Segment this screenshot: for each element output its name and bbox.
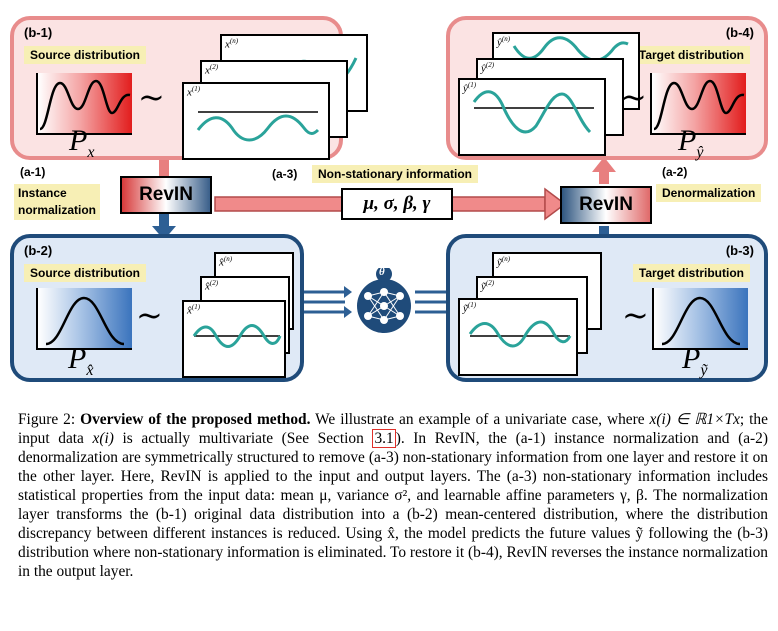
card-label: x̂(n) — [219, 255, 232, 269]
a1-tag: (a-1) — [20, 165, 46, 179]
p-letter: P — [69, 124, 88, 157]
p-subscript: ŷ — [696, 144, 704, 161]
card-label: x̂(2) — [205, 279, 218, 293]
card-sup: (1) — [191, 303, 201, 311]
card-sup: (2) — [209, 279, 219, 287]
stats-box: μ, σ, β, γ — [341, 188, 453, 220]
panel-b4-badge: Target distribution — [632, 46, 750, 64]
card-sup: (1) — [467, 301, 477, 309]
p-symbol-b2: Px̂ — [68, 342, 93, 380]
card-label: x(2) — [205, 63, 218, 77]
card-var: x — [205, 64, 210, 77]
caption-title: Overview of the proposed method. — [80, 411, 311, 428]
card-sup: (n) — [501, 255, 511, 263]
card-var: ỹ — [481, 280, 486, 293]
series-card-1: x(1) — [182, 82, 330, 160]
card-sup: (n) — [501, 35, 511, 43]
panel-b1-badge: Source distribution — [24, 46, 147, 64]
caption-math1: x(i) ∈ ℝ1×Tx — [649, 411, 740, 428]
card-label: x̂(1) — [187, 303, 200, 317]
source-distribution-plot — [36, 73, 132, 135]
card-var: x — [225, 38, 230, 51]
a1-label: Instance normalization — [14, 184, 101, 220]
card-var: ŷ — [463, 82, 468, 95]
connector-arrows — [152, 157, 616, 318]
card-var: x — [187, 86, 192, 99]
p-letter: P — [678, 124, 697, 157]
card-var: ỹ — [463, 302, 468, 315]
panel-b1-tag: (b-1) — [24, 25, 53, 40]
revin-denormalization-block: RevIN — [560, 186, 652, 224]
card-label: ŷ(n) — [497, 35, 510, 49]
panel-b2-tag: (b-2) — [24, 243, 53, 258]
a2-label: Denormalization — [656, 184, 762, 202]
a1-line2: normalization — [18, 203, 97, 217]
card-var: ŷ — [497, 36, 502, 49]
panel-b1: (b-1) Source distribution ~ Px x(n) x(2)… — [10, 16, 368, 162]
panel-b3-tag: (b-3) — [725, 243, 754, 258]
caption-math2: x(i) — [92, 430, 114, 447]
panel-b2-badge: Source distribution — [24, 264, 147, 282]
caption-label: Figure 2: — [18, 411, 76, 428]
tilde-symbol: ~ — [136, 296, 163, 334]
series-card-1: ỹ(1) — [458, 298, 578, 376]
revin-normalization-block: RevIN — [120, 176, 212, 214]
card-sup: (1) — [191, 85, 201, 93]
series-card-1: ŷ(1) — [458, 78, 606, 156]
theta-label: θ — [379, 266, 385, 278]
a1-line1: Instance — [18, 186, 67, 200]
p-symbol-b4: Pŷ — [678, 124, 703, 162]
tilde-symbol: ~ — [138, 78, 165, 116]
figure-caption: Figure 2: Overview of the proposed metho… — [18, 410, 768, 581]
card-label: ŷ(2) — [481, 61, 494, 75]
p-subscript: ỹ — [700, 362, 708, 379]
p-subscript: x̂ — [86, 362, 94, 379]
caption-s1: We illustrate an example of a univariate… — [315, 411, 645, 428]
network-icon: θ — [354, 266, 414, 334]
source-distribution-plot — [36, 288, 132, 350]
card-sup: (2) — [485, 61, 495, 69]
p-letter: P — [68, 342, 87, 375]
section-ref-link[interactable]: 3.1 — [372, 429, 396, 448]
panel-b3-badge: Target distribution — [632, 264, 750, 282]
card-sup: (1) — [467, 81, 477, 89]
card-label: x(n) — [225, 37, 238, 51]
card-var: x̂ — [205, 280, 210, 293]
panel-b4-tag: (b-4) — [725, 25, 754, 40]
card-label: x(1) — [187, 85, 200, 99]
tilde-symbol: ~ — [620, 78, 647, 116]
target-distribution-plot — [650, 73, 746, 135]
panel-b3: (b-3) Target distribution ỹ(n) ỹ(2) ỹ(1)… — [446, 234, 768, 382]
p-symbol-b1: Px — [69, 124, 94, 162]
card-label: ŷ(1) — [463, 81, 476, 95]
card-var: ỹ — [497, 256, 502, 269]
series-card-1: x̂(1) — [182, 300, 286, 378]
card-sup: (2) — [209, 63, 219, 71]
tilde-symbol: ~ — [622, 296, 649, 334]
card-var: x̂ — [219, 256, 224, 269]
card-sup: (n) — [223, 255, 233, 263]
panel-b4: (b-4) Target distribution ŷ(n) ŷ(2) ŷ(1)… — [446, 16, 768, 162]
a2-tag: (a-2) — [662, 165, 688, 179]
card-var: ŷ — [481, 62, 486, 75]
caption-s4: ). In RevIN, the (a-1) instance normaliz… — [18, 430, 769, 580]
p-letter: P — [682, 342, 701, 375]
caption-s2: ; the input data — [18, 411, 768, 447]
p-subscript: x — [87, 144, 95, 161]
card-label: ỹ(2) — [481, 279, 494, 293]
p-symbol-b3: Pỹ — [682, 342, 707, 380]
panel-b2: (b-2) Source distribution ~ Px̂ x̂(n) x̂… — [10, 234, 304, 382]
card-var: x̂ — [187, 304, 192, 317]
card-label: ỹ(1) — [463, 301, 476, 315]
a3-tag: (a-3) — [272, 167, 298, 181]
caption-s3: is actually multivariate (See Section — [122, 430, 364, 447]
card-sup: (n) — [229, 37, 239, 45]
target-distribution-plot — [652, 288, 748, 350]
a3-label: Non-stationary information — [312, 165, 479, 183]
card-label: ỹ(n) — [497, 255, 510, 269]
card-sup: (2) — [485, 279, 495, 287]
